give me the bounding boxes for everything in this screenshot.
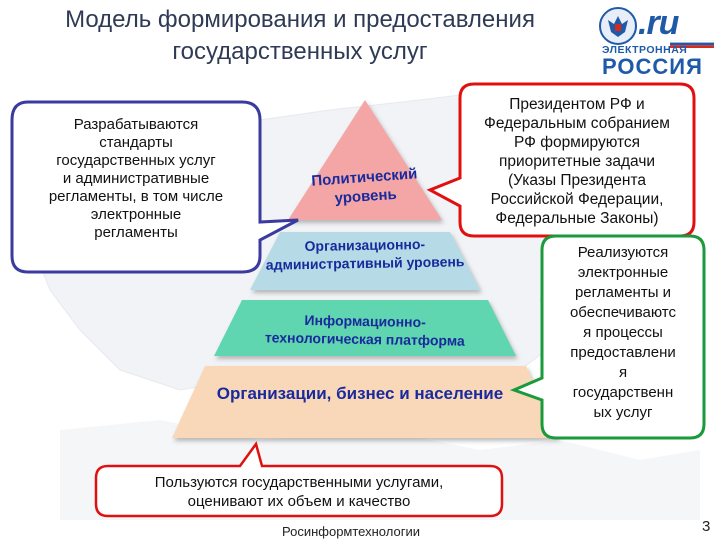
pyramid-level-population [172,366,558,438]
page-title: Модель формирования и предоставления гос… [0,4,600,68]
page-number: 3 [702,518,711,535]
pyramid-level-political [288,100,442,220]
flag-stripes [670,40,714,48]
title-line-1: Модель формирования и предоставления [65,6,535,33]
level-label-population: Организации, бизнес и население [216,384,504,403]
callout-bottom-bubble [94,441,504,518]
callout-right-top-bubble [426,82,696,238]
electronic-russia-logo: .ru ЭЛЕКТРОННАЯ РОССИЯ [598,4,716,80]
callout-bottom-text: Пользуются государственными услугами, оц… [154,474,444,510]
callout-right-bottom-bubble [509,234,706,440]
logo-line-2: РОССИЯ [602,54,703,79]
title-line-2: государственных услуг [172,38,428,65]
coat-of-arms-icon [599,7,637,45]
pyramid-level-organizational [250,232,480,290]
logo-line-1: ЭЛЕКТРОННАЯ [602,44,688,56]
footer-source: Росинформтехнологии [282,524,420,539]
logo-ru-mark: .ru [638,4,679,42]
callout-right-top-text: Президентом РФ и Федеральным собранием Р… [484,96,670,227]
callout-left-bubble [10,100,299,274]
callout-left-text: Разрабатываются стандарты государственны… [48,116,224,241]
callout-right-bottom-text: Реализуются электронные регламенты и обе… [569,244,677,421]
pyramid-level-it-platform [214,300,516,356]
